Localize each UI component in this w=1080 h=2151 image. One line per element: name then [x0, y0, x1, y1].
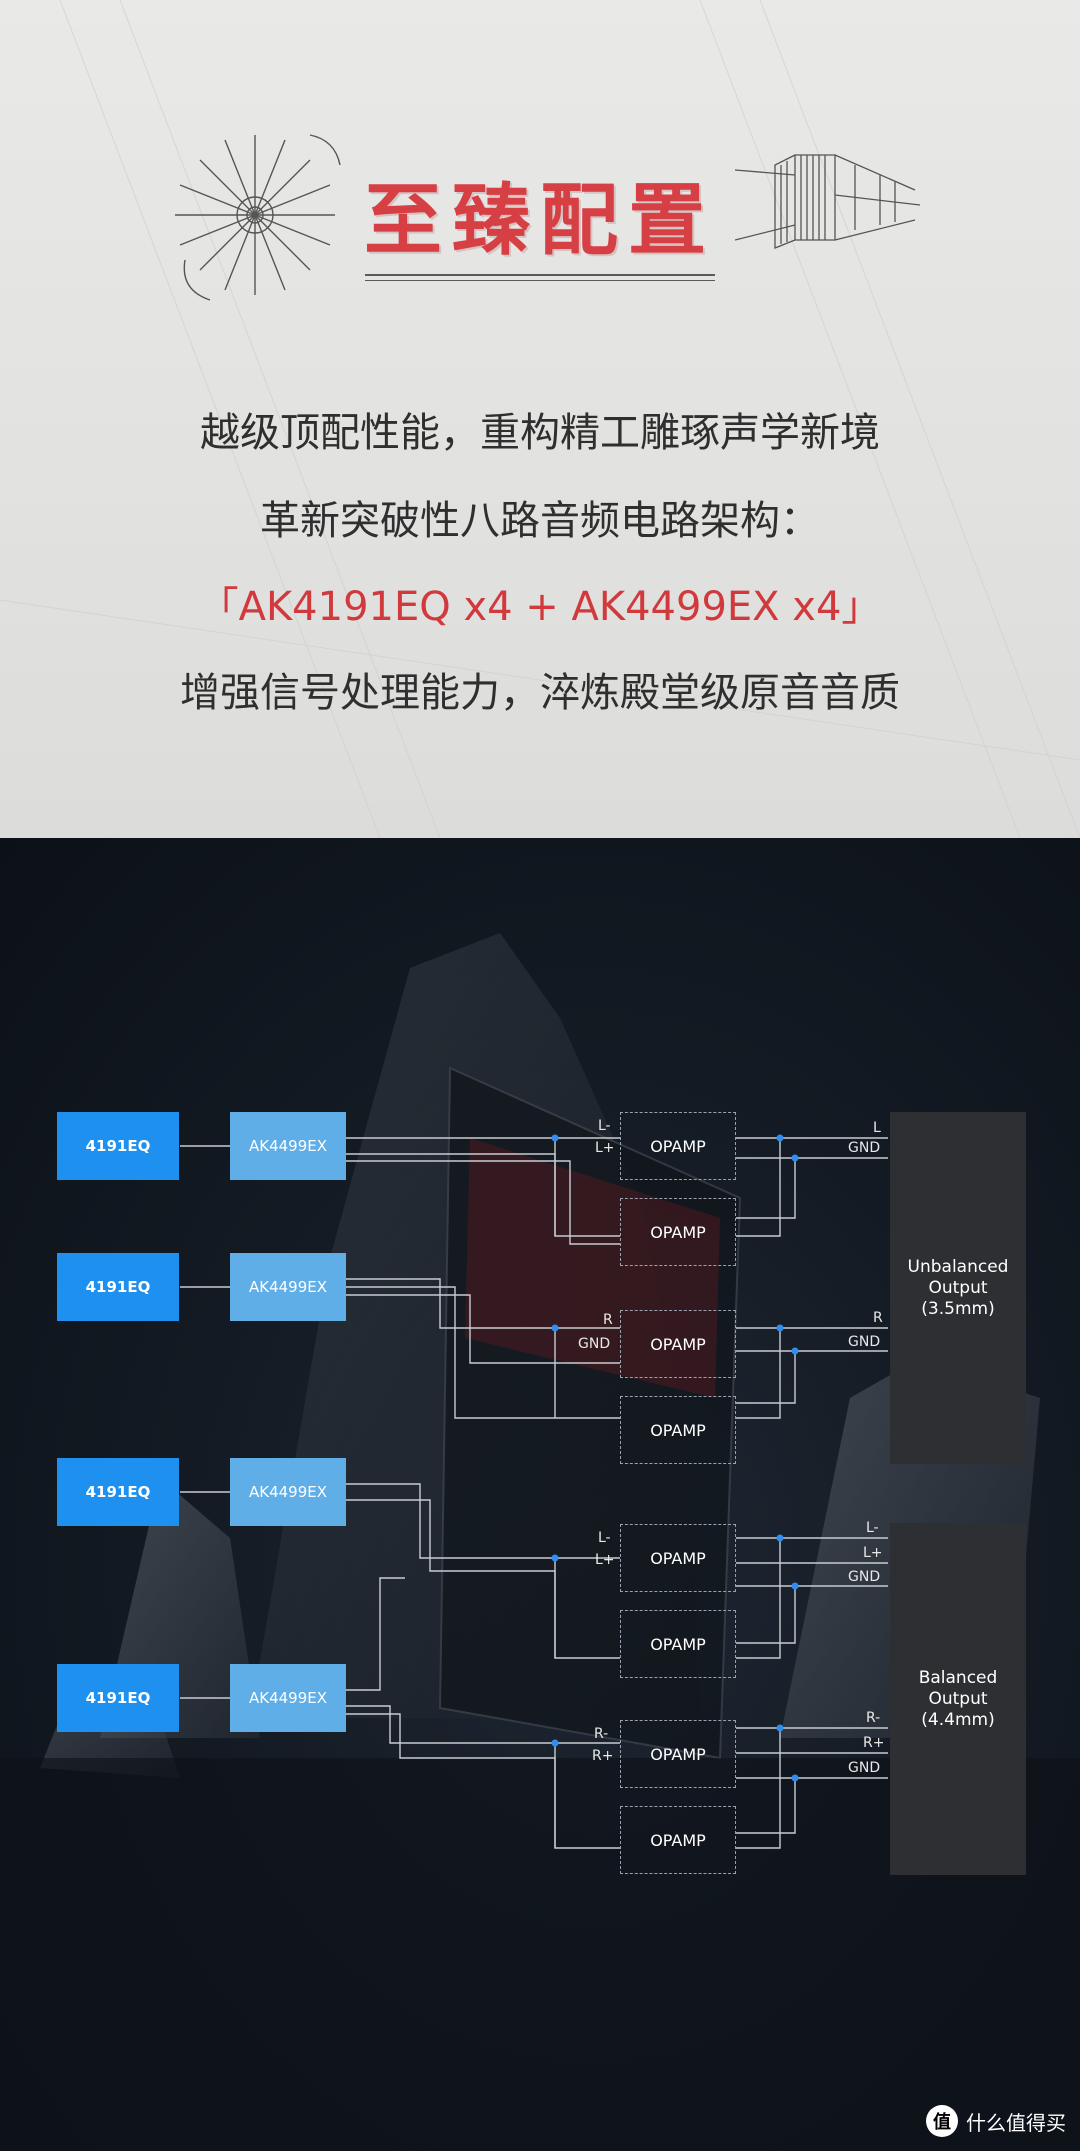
opamp-5: OPAMP — [620, 1524, 736, 1592]
chip-config-line: 「AK4191EQ x4 + AK4499EX x4」 — [198, 584, 882, 630]
label-gnd-out-3: GND — [848, 1569, 881, 1585]
paper-texture — [0, 0, 1080, 838]
label-gnd-out-2: GND — [848, 1334, 881, 1350]
title-underline-thin — [365, 280, 715, 281]
label-l-minus-2: L- — [598, 1530, 611, 1546]
header-section: 至臻配置 越级顶配性能，重构精工雕琢声学新境 革新突破性八路音频电路架构： 「A… — [0, 0, 1080, 838]
watermark-text: 什么值得买 — [966, 2110, 1066, 2135]
label-gnd-out-4: GND — [848, 1760, 881, 1776]
label-l-minus-out: L- — [866, 1520, 879, 1536]
label-gnd-out-1: GND — [848, 1140, 881, 1156]
circuit-diagram-section: 4191EQ 4191EQ 4191EQ 4191EQ AK4499EX AK4… — [0, 838, 1080, 2151]
page-title: 至臻配置 — [363, 176, 716, 266]
label-r-plus-out: R+ — [863, 1735, 885, 1751]
unbalanced-output: Unbalanced Output (3.5mm) — [890, 1112, 1026, 1464]
label-r-minus-out: R- — [866, 1710, 881, 1726]
intro-line-4: 增强信号处理能力，淬炼殿堂级原音音质 — [180, 670, 900, 716]
eq-chip-1: 4191EQ — [57, 1112, 179, 1180]
opamp-3: OPAMP — [620, 1310, 736, 1378]
opamp-7: OPAMP — [620, 1720, 736, 1788]
label-l-minus-1: L- — [598, 1118, 611, 1134]
eq-chip-4: 4191EQ — [57, 1664, 179, 1732]
watermark: 值 什么值得买 — [926, 2105, 1066, 2137]
opamp-1: OPAMP — [620, 1112, 736, 1180]
opamp-2: OPAMP — [620, 1198, 736, 1266]
label-r-minus-1: R- — [594, 1726, 609, 1742]
label-r-out: R — [873, 1310, 883, 1326]
heatsink-sketch-icon — [735, 154, 921, 249]
dac-chip-1: AK4499EX — [230, 1112, 346, 1180]
balanced-output: Balanced Output (4.4mm) — [890, 1523, 1026, 1875]
label-r-1: R — [603, 1312, 613, 1328]
dac-chip-3: AK4499EX — [230, 1458, 346, 1526]
label-l-plus-out: L+ — [863, 1545, 883, 1561]
intro-line-2: 革新突破性八路音频电路架构： — [260, 498, 820, 544]
wiring — [180, 1134, 888, 1849]
watermark-logo-icon: 值 — [926, 2105, 958, 2137]
dac-chip-2: AK4499EX — [230, 1253, 346, 1321]
eq-chip-2: 4191EQ — [57, 1253, 179, 1321]
label-l-plus-1: L+ — [595, 1140, 615, 1156]
intro-line-1: 越级顶配性能，重构精工雕琢声学新境 — [200, 410, 880, 456]
label-gnd-1: GND — [578, 1336, 611, 1352]
dac-chip-4: AK4499EX — [230, 1664, 346, 1732]
eq-chip-3: 4191EQ — [57, 1458, 179, 1526]
opamp-4: OPAMP — [620, 1396, 736, 1464]
label-l-out: L — [873, 1120, 881, 1136]
opamp-6: OPAMP — [620, 1610, 736, 1678]
turbine-sketch-icon — [175, 134, 341, 301]
opamp-8: OPAMP — [620, 1806, 736, 1874]
title-underline — [365, 274, 715, 276]
label-l-plus-2: L+ — [595, 1552, 615, 1568]
label-r-plus-1: R+ — [592, 1748, 614, 1764]
